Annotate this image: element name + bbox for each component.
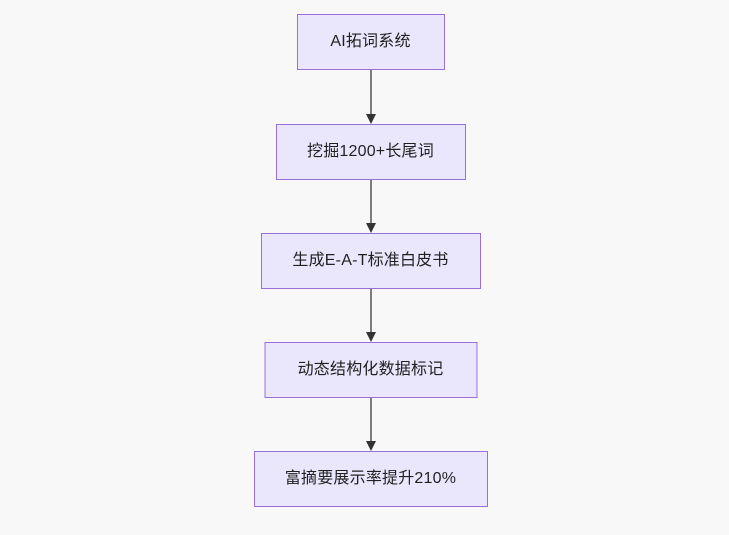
flow-edge-node3-to-node4	[364, 398, 378, 451]
flow-edge-node2-to-node3	[364, 289, 378, 342]
arrowhead-down-icon	[365, 441, 376, 451]
flow-node-label: 挖掘1200+长尾词	[307, 143, 434, 160]
arrowhead-down-icon	[365, 332, 376, 342]
edge-line	[369, 180, 372, 224]
edge-line	[369, 289, 372, 333]
flow-node-label: AI拓词系统	[330, 33, 411, 50]
edge-line	[369, 398, 372, 442]
arrowhead-down-icon	[365, 223, 376, 233]
flow-node-generate-eat-whitepaper[interactable]: 生成E-A-T标准白皮书	[260, 233, 481, 289]
flow-node-mine-longtail-keywords[interactable]: 挖掘1200+长尾词	[275, 124, 466, 180]
flow-node-label: 富摘要展示率提升210%	[284, 470, 457, 487]
flow-node-label: 动态结构化数据标记	[297, 361, 444, 378]
flow-node-ai-keyword-system[interactable]: AI拓词系统	[296, 14, 445, 70]
flow-node-dynamic-structured-data-markup[interactable]: 动态结构化数据标记	[264, 342, 477, 398]
flow-node-rich-snippet-impression-uplift[interactable]: 富摘要展示率提升210%	[253, 451, 488, 507]
edge-line	[369, 70, 372, 115]
flow-edge-node1-to-node2	[364, 180, 378, 233]
arrowhead-down-icon	[365, 114, 376, 124]
flow-edge-node0-to-node1	[364, 70, 378, 124]
flow-node-label: 生成E-A-T标准白皮书	[292, 252, 449, 269]
